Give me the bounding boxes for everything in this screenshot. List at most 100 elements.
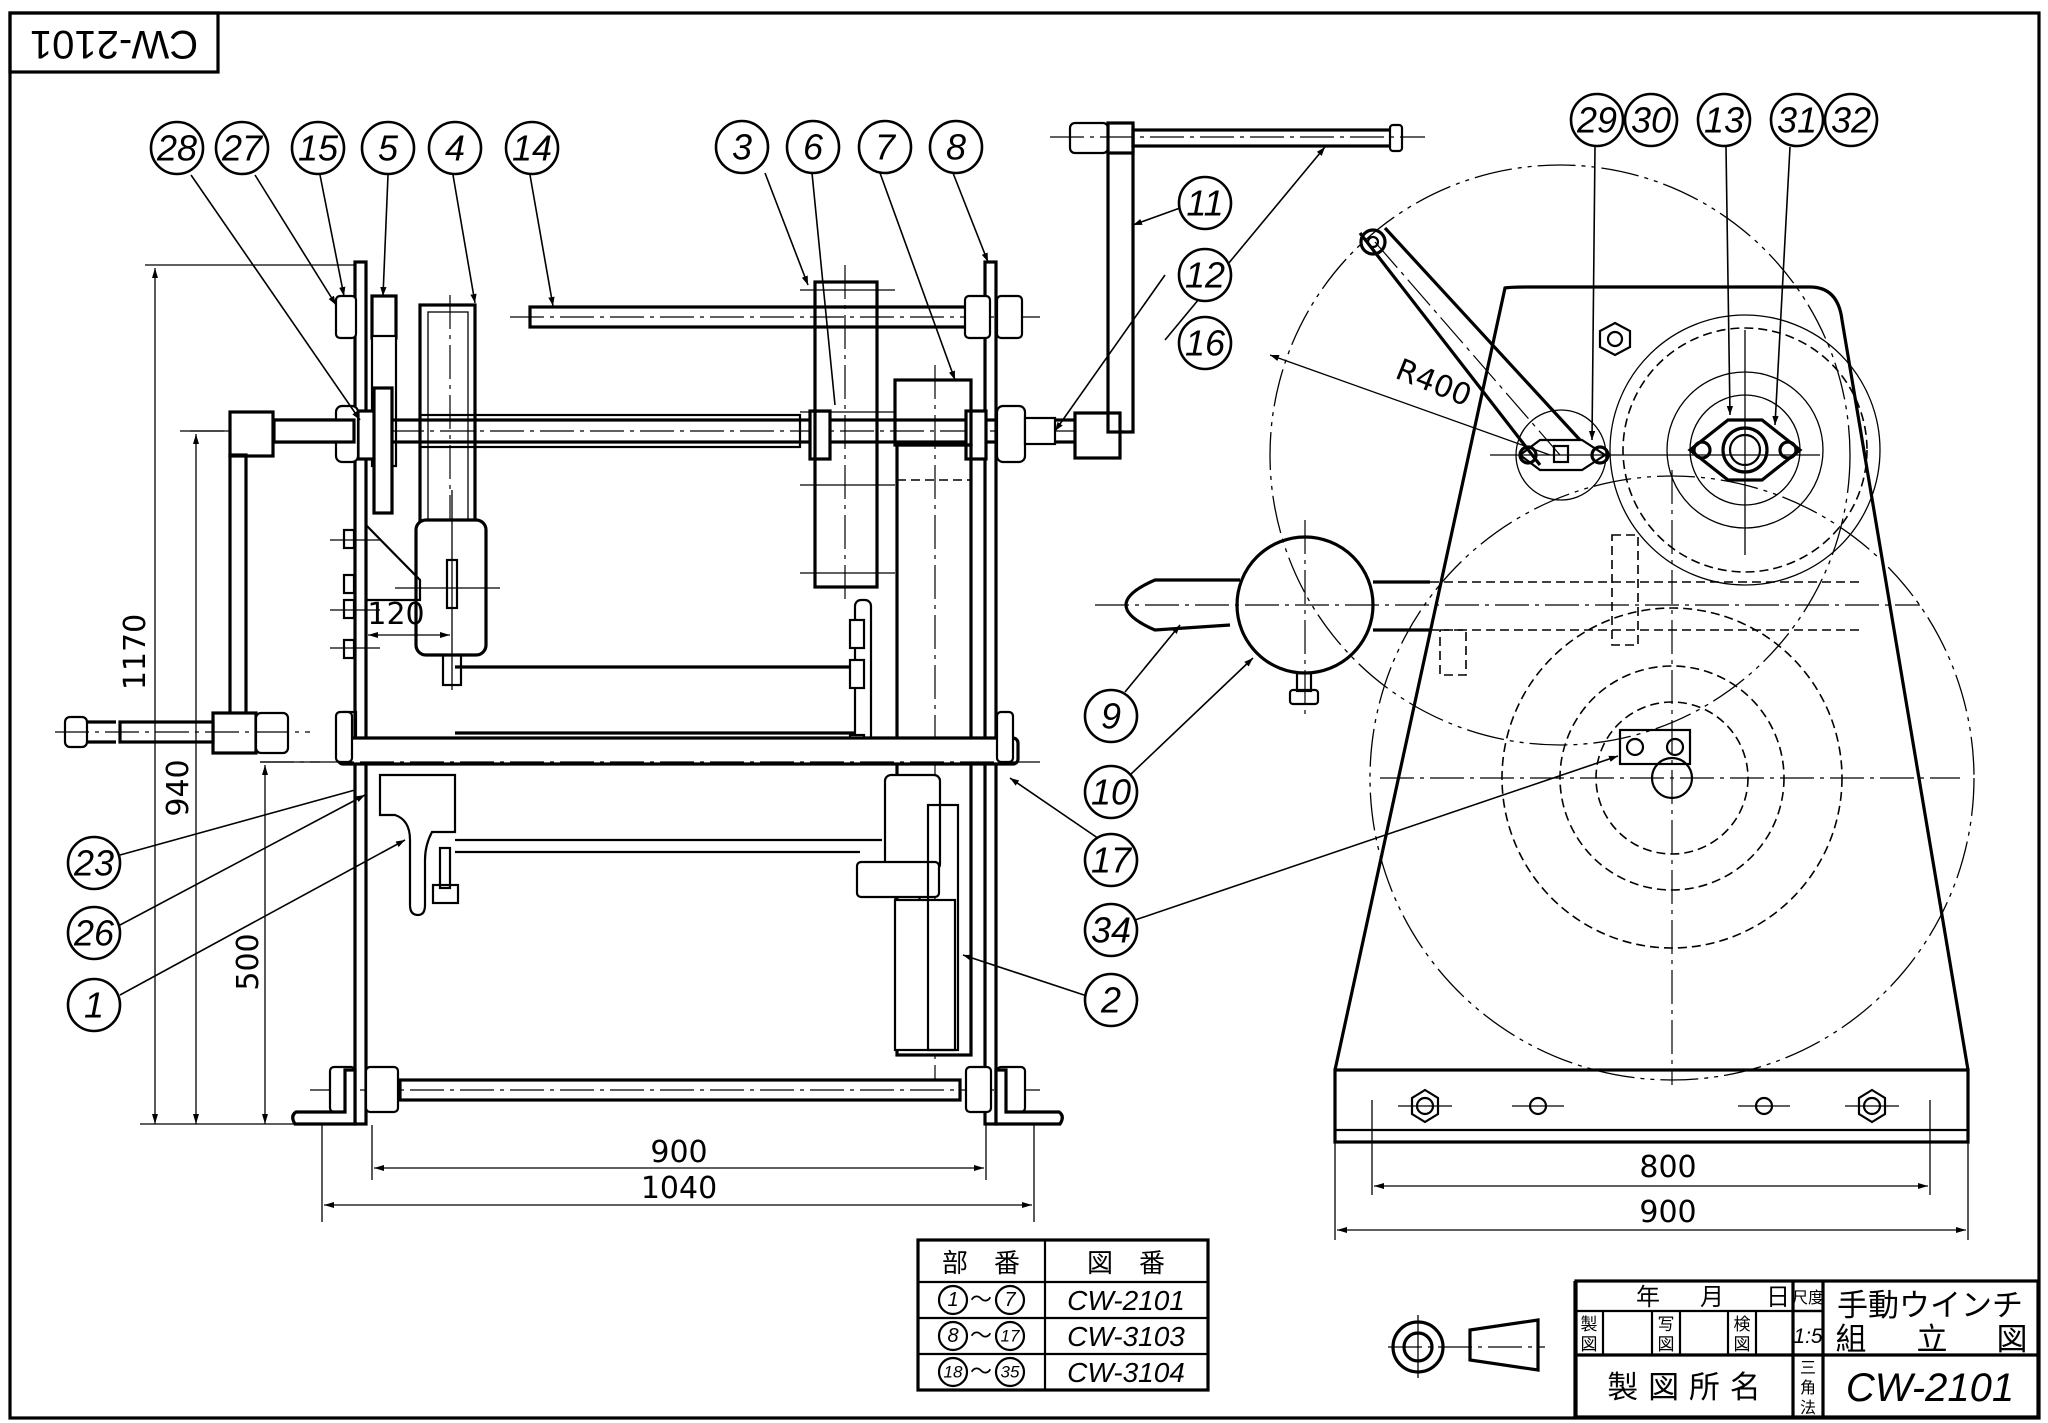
ratchet-block [813,280,879,589]
svg-text:34: 34 [1091,910,1131,951]
balloon-14: 14 [504,120,560,176]
left-side-plate [353,260,368,1126]
svg-text:〜: 〜 [970,1288,992,1313]
third-angle-projection-symbol [1388,1315,1545,1378]
svg-text:8: 8 [947,1325,958,1347]
svg-text:CW-3104: CW-3104 [1067,1357,1185,1388]
dim-900-side: 900 [1639,1195,1696,1230]
bearing-flange [1687,418,1803,482]
svg-text:14: 14 [512,128,552,169]
balloon-15: 15 [290,120,346,176]
balloon-6: 6 [785,119,841,175]
signoff-drafted-bottom: 図 [1581,1335,1598,1355]
dim-940: 940 [161,759,196,816]
drafting-office-label: 製 図 所 名 [1607,1370,1761,1406]
balloon-10: 10 [1083,764,1139,820]
svg-text:〜: 〜 [970,1360,992,1385]
signoff-drafted-top: 製 [1581,1315,1598,1335]
parts-table-header-part: 部 番 [942,1249,1020,1279]
signoff-traced-top: 写 [1658,1315,1675,1335]
pinion [893,378,973,447]
side-frame [1333,285,1970,1071]
left-crank-handle [55,410,356,755]
balloon-29: 29 [1569,92,1625,148]
drawing-title-char-1: 組 [1836,1322,1867,1358]
svg-text:〜: 〜 [970,1324,992,1349]
svg-text:31: 31 [1777,100,1817,141]
balloon-1: 1 [66,977,122,1033]
svg-text:12: 12 [1185,255,1225,296]
title-block: 年 月 日 製 図 写 図 検 図 尺度 1:5 三 角 法 製 図 所 名 手… [1573,1279,2040,1419]
svg-text:26: 26 [73,913,115,954]
svg-text:3: 3 [732,127,752,168]
date-day-label: 日 [1766,1283,1790,1311]
parts-table-row: 1 〜 7 CW-2101 [937,1284,1185,1316]
right-side-plate [983,260,998,1126]
left-gear [372,386,394,515]
balloon-12: 12 [1177,247,1233,303]
projection-char-1: 三 [1800,1358,1816,1377]
svg-text:8: 8 [946,127,966,168]
base-bar [336,736,1020,766]
balloon-17: 17 [1083,832,1139,888]
svg-text:7: 7 [1004,1289,1016,1311]
dim-r400: R400 [1391,352,1477,414]
dim-800: 800 [1639,1150,1696,1185]
drawing-border [8,11,2041,1420]
signoff-traced-bottom: 図 [1658,1335,1675,1355]
signoff-checked-top: 検 [1734,1315,1751,1335]
svg-text:7: 7 [875,127,897,168]
balloon-16: 16 [1177,315,1233,371]
side-crank-arm [1358,226,1610,472]
front-view [55,121,1425,1126]
svg-text:13: 13 [1704,100,1744,141]
mirrored-number-tag: CW-2101 [8,11,220,74]
svg-text:28: 28 [156,128,197,169]
left-foot [291,1068,357,1126]
svg-text:9: 9 [1101,696,1121,737]
part-balloons: 28 27 15 5 4 14 3 6 7 8 11 12 16 29 30 1… [66,92,1879,1033]
right-crank-handle [1050,121,1425,460]
signoff-checked-bottom: 図 [1734,1335,1751,1355]
parts-table: 部 番 図 番 1 〜 7 CW-2101 8 〜 17 CW-3103 18 … [916,1238,1210,1392]
svg-text:27: 27 [221,128,264,169]
svg-text:23: 23 [73,843,114,884]
balloon-8: 8 [928,119,984,175]
balloon-27: 27 [214,120,270,176]
dim-900-front: 900 [650,1135,707,1170]
dim-500: 500 [231,933,266,990]
svg-text:CW-2101: CW-2101 [1067,1285,1185,1316]
parts-table-row: 18 〜 35 CW-3104 [937,1356,1185,1388]
drawing-title-char-2: 立 [1917,1322,1948,1358]
base-plate [1333,1068,1970,1144]
drawing-number: CW-2101 [1846,1366,2014,1410]
mirrored-number-text: CW-2101 [30,22,198,66]
svg-text:17: 17 [1001,1327,1020,1346]
parts-table-header-drawing: 図 番 [1087,1249,1165,1279]
balloon-26: 26 [66,905,122,961]
balloon-34: 34 [1083,902,1139,958]
side-view [1095,164,1975,1144]
svg-text:4: 4 [445,128,465,169]
svg-text:2: 2 [1100,980,1121,1021]
balloon-23: 23 [66,835,122,891]
crank-sweep-circle [1269,164,1851,746]
front-dimensions: 1170 940 500 120 900 1040 [118,264,1035,1222]
svg-text:16: 16 [1185,323,1226,364]
dim-1170: 1170 [118,614,153,690]
date-month-label: 月 [1700,1283,1724,1311]
balloon-5: 5 [360,120,416,176]
svg-text:18: 18 [944,1363,963,1382]
svg-text:6: 6 [803,127,824,168]
right-foot [994,1068,1064,1126]
svg-text:17: 17 [1091,840,1133,881]
balloon-2: 2 [1083,972,1139,1028]
svg-text:15: 15 [298,128,339,169]
balloon-28: 28 [149,120,205,176]
pawl-lever [378,773,457,917]
svg-text:10: 10 [1091,772,1131,813]
top-nut [1598,321,1632,357]
balloon-13: 13 [1696,92,1752,148]
scale-label: 尺度 [1792,1288,1824,1307]
